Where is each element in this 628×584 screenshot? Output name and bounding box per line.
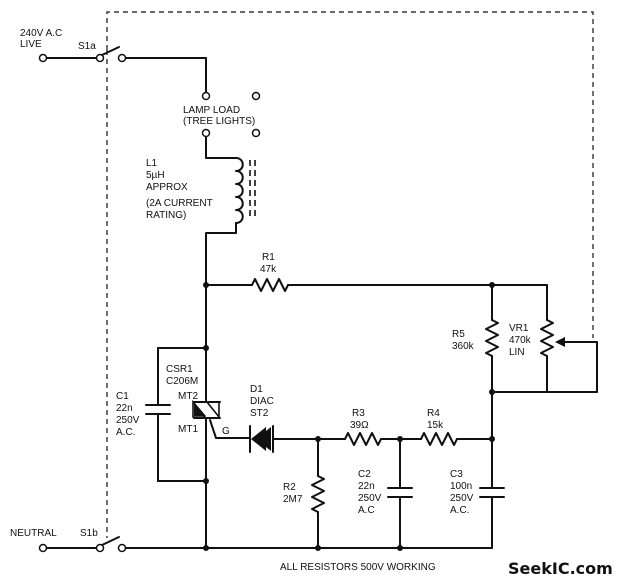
c2-label-line3: 250V: [358, 493, 382, 504]
r5-label-line1: R5: [452, 329, 465, 340]
capacitor-c2: [387, 438, 413, 549]
d1-label-line2: DIAC: [250, 396, 274, 407]
r4-label-line2: 15k: [427, 420, 444, 431]
switch-gang-link: [106, 11, 594, 538]
triac-csr1: [192, 284, 251, 549]
l1-label-line3: APPROX: [146, 182, 188, 193]
lamp-load-terminal-top-right: [251, 91, 261, 101]
r1-label-line1: R1: [262, 252, 275, 263]
footer-note: ALL RESISTORS 500V WORKING: [280, 562, 436, 573]
c2-label-line2: 22n: [358, 481, 375, 492]
c1-label-line1: C1: [116, 391, 129, 402]
d1-label-line1: D1: [250, 384, 263, 395]
live-terminal: [38, 53, 48, 63]
resistor-r4: [420, 432, 495, 446]
c3-label-line1: C3: [450, 469, 463, 480]
neutral-terminal: [38, 543, 48, 553]
mt1-label: MT1: [178, 424, 198, 435]
csr1-label-line1: CSR1: [166, 364, 193, 375]
lamp-load-label-line2: (TREE LIGHTS): [183, 116, 255, 127]
c3-label-line2: 100n: [450, 481, 472, 492]
capacitor-c1: [145, 345, 209, 484]
r1-label-line2: 47k: [260, 264, 277, 275]
c1-label-line2: 22n: [116, 403, 133, 414]
lamp-load-terminal-bottom-left: [201, 128, 211, 138]
s1a-switch-blade: [101, 46, 120, 56]
potentiometer-vr1: [491, 284, 598, 393]
gate-label: G: [222, 426, 230, 437]
resistor-r2: [311, 438, 325, 549]
s1b-label: S1b: [80, 528, 98, 539]
l1-label-line5: RATING): [146, 210, 186, 221]
c3-label-line3: 250V: [450, 493, 474, 504]
s1a-contact-right: [117, 53, 127, 63]
s1b-contact-left: [95, 543, 105, 553]
s1a-label: S1a: [78, 41, 96, 52]
live-label-line2: LIVE: [20, 39, 42, 50]
c1-label-line3: 250V: [116, 415, 140, 426]
l1-label-line2: 5µH: [146, 170, 165, 181]
vr1-label-line2: 470k: [509, 335, 532, 346]
lamp-load-label-line1: LAMP LOAD: [183, 105, 240, 116]
r4-label-line1: R4: [427, 408, 440, 419]
resistor-r1: [203, 278, 548, 292]
lamp-load-terminal-bottom-right: [251, 128, 261, 138]
inductor-l1: [205, 136, 256, 286]
vr1-label-line1: VR1: [509, 323, 529, 334]
mt2-label: MT2: [178, 391, 198, 402]
l1-label-line4: (2A CURRENT: [146, 198, 213, 209]
live-label-line1: 240V A.C: [20, 28, 62, 39]
d1-label-line3: ST2: [250, 408, 269, 419]
s1b-switch-blade: [101, 536, 120, 546]
c2-label-line1: C2: [358, 469, 371, 480]
c3-label-line4: A.C.: [450, 505, 469, 516]
c1-label-line4: A.C.: [116, 427, 135, 438]
c2-label-line4: A.C: [358, 505, 375, 516]
r3-label-line1: R3: [352, 408, 365, 419]
s1b-contact-right: [117, 543, 127, 553]
csr1-label-line2: C206M: [166, 376, 198, 387]
live-input: [38, 46, 261, 138]
diac-d1: [249, 425, 346, 453]
s1a-contact-left: [95, 53, 105, 63]
capacitor-c3: [479, 438, 505, 549]
l1-label-line1: L1: [146, 158, 158, 169]
r5-label-line2: 360k: [452, 341, 475, 352]
neutral-label: NEUTRAL: [10, 528, 57, 539]
neutral-rail: [38, 536, 493, 553]
watermark: SeekIC.com: [508, 559, 613, 578]
vr1-label-line3: LIN: [509, 347, 525, 358]
r2-label-line1: R2: [283, 482, 296, 493]
r2-label-line2: 2M7: [283, 494, 303, 505]
r3-label-line2: 39Ω: [350, 420, 369, 431]
resistor-r5: [485, 284, 499, 441]
lamp-load-terminal-top-left: [201, 91, 211, 101]
